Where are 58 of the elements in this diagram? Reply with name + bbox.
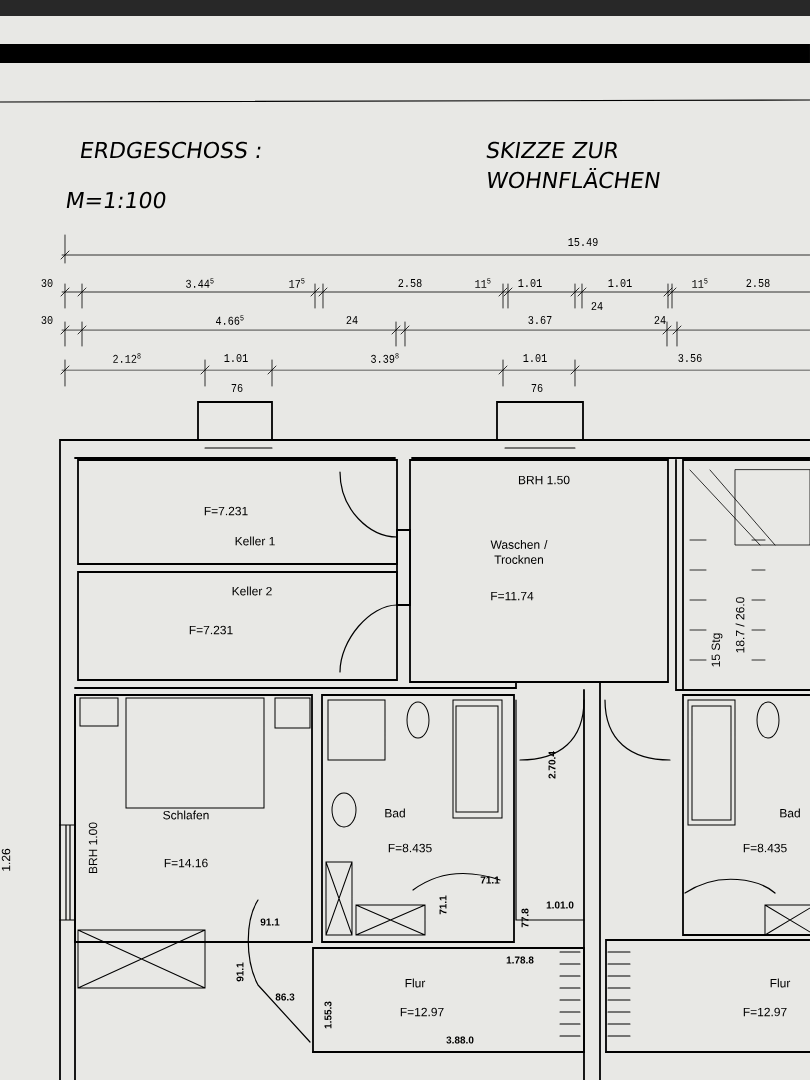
room-label: BRH 1.00 — [88, 822, 98, 874]
dimension-label: 71.1 — [439, 895, 447, 915]
dimension-label: 3.39$^{8}$ — [371, 353, 399, 363]
dimension-label: 1.01 — [608, 278, 632, 288]
dimension-label: 1.01.0 — [546, 901, 574, 909]
dimension-label: 1.01 — [224, 353, 248, 363]
dimension-label: 24 — [591, 302, 603, 310]
room-label: Bad — [385, 808, 405, 818]
dimension-label: 17$^{5}$ — [289, 278, 305, 288]
dimension-label: 91.1 — [260, 918, 280, 926]
room-label: 18.7 / 26.0 — [735, 597, 745, 653]
room-label: Flur — [405, 978, 426, 988]
dimension-label: 15.49 — [568, 237, 598, 247]
dimension-label: 2.12$^{8}$ — [113, 353, 141, 363]
dimension-label: 2.70.4 — [548, 751, 556, 779]
dimension-label: 4.66$^{5}$ — [216, 315, 244, 325]
dimension-label: 71.1 — [480, 876, 500, 884]
room-label: Flur — [770, 978, 791, 988]
handwritten-note: SKIZZE ZUR WOHNFLÄCHEN — [486, 141, 660, 189]
room-label: F=8.435 — [388, 843, 432, 853]
room-label: Keller 2 — [232, 586, 272, 596]
dimension-label: 1.55.3 — [324, 1001, 332, 1029]
dimension-label: 30 — [41, 315, 53, 325]
handwritten-note: M=1:100 — [66, 191, 166, 209]
dimension-label: 76 — [531, 383, 543, 393]
room-label: Keller 1 — [235, 536, 275, 546]
dimension-label: 24 — [346, 316, 358, 324]
room-label: BRH 1.50 — [518, 475, 570, 485]
room-label: F=11.74 — [491, 591, 534, 601]
room-label: Bad — [780, 808, 800, 818]
dimension-label: 1.01 — [518, 278, 542, 288]
dimension-label: 30 — [41, 278, 53, 288]
dimension-label: 11$^{5}$ — [475, 278, 491, 288]
dimension-label: 1.26 — [1, 848, 11, 871]
dimension-label: 86.3 — [275, 993, 295, 1001]
room-label: 15 Stg — [711, 633, 723, 667]
room-label: Schlafen — [163, 810, 209, 820]
room-label: F=7.231 — [204, 506, 248, 516]
dimension-label: 3.56 — [678, 353, 702, 363]
room-label: F=12.97 — [743, 1007, 787, 1017]
dimension-label: 2.58 — [398, 278, 422, 288]
room-label: F=8.435 — [743, 843, 787, 853]
handwritten-note: ERDGESCHOSS : — [80, 141, 261, 159]
room-label: Waschen / Trocknen — [490, 540, 548, 564]
dimension-label: 77.8 — [521, 908, 529, 928]
dimension-label: 76 — [231, 383, 243, 393]
dimension-label: 3.67 — [528, 315, 552, 325]
dimension-label: 2.58 — [746, 278, 770, 288]
dimension-label: 3.44$^{5}$ — [186, 278, 214, 288]
room-label: F=14.16 — [164, 858, 208, 868]
dimension-label: 1.01 — [523, 353, 547, 363]
dimension-label: 1.78.8 — [506, 956, 534, 964]
dimension-label: 3.88.0 — [446, 1036, 474, 1044]
dimension-label: 91.1 — [236, 962, 244, 982]
dimension-label: 24 — [654, 316, 666, 324]
dimension-label: 11$^{5}$ — [692, 278, 708, 288]
room-label: F=12.97 — [400, 1007, 444, 1017]
room-label: F=7.231 — [189, 625, 233, 635]
